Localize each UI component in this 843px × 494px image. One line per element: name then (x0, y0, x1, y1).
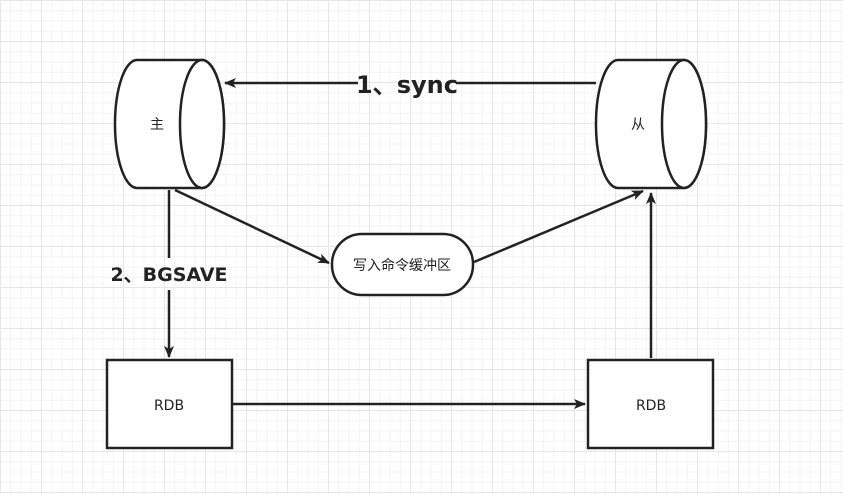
edge-bgsave: 2、BGSAVE (110, 190, 228, 358)
edge-buffer-to-slave (473, 189, 644, 264)
edge-sync: 1、sync (224, 71, 596, 99)
rdb-right-node[interactable]: RDB (586, 358, 715, 450)
command-buffer-label: 写入命令缓冲区 (353, 257, 451, 274)
rdb-left-label: RDB (154, 398, 184, 414)
master-label: 主 (150, 117, 164, 133)
rdb-right-label: RDB (636, 398, 666, 414)
bgsave-label: 2、BGSAVE (110, 264, 227, 286)
sync-label: 1、sync (356, 71, 458, 99)
slave-node[interactable]: 从 (594, 58, 708, 190)
master-node[interactable]: 主 (113, 58, 226, 190)
edge-master-to-buffer (174, 188, 330, 265)
command-buffer-node[interactable]: 写入命令缓冲区 (330, 232, 475, 297)
rdb-left-node[interactable]: RDB (105, 358, 234, 450)
slave-label: 从 (631, 117, 645, 133)
